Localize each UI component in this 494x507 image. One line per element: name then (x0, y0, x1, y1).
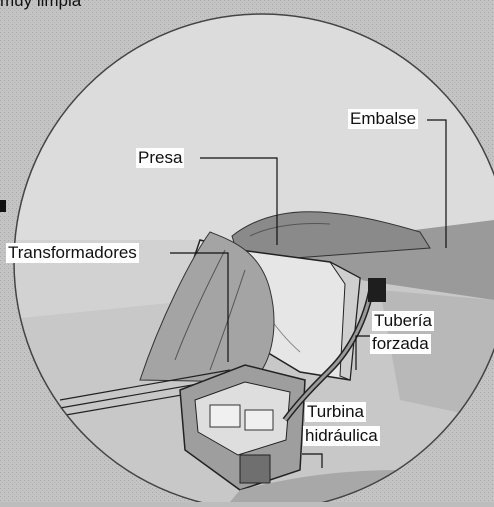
generator-block (210, 405, 240, 427)
label-turbina-line2: hidráulica (303, 426, 380, 446)
label-transformadores: Transformadores (6, 243, 139, 263)
edge-marker (0, 200, 6, 212)
label-presa: Presa (136, 148, 184, 168)
label-embalse: Embalse (348, 109, 418, 129)
top-caption: muy limpia (0, 0, 81, 11)
label-tuberia-line2: forzada (370, 334, 431, 354)
intake-gate (368, 278, 386, 302)
turbine-housing (240, 455, 270, 483)
label-turbina-line1: Turbina (305, 402, 366, 422)
label-tuberia-line1: Tubería (372, 311, 434, 331)
